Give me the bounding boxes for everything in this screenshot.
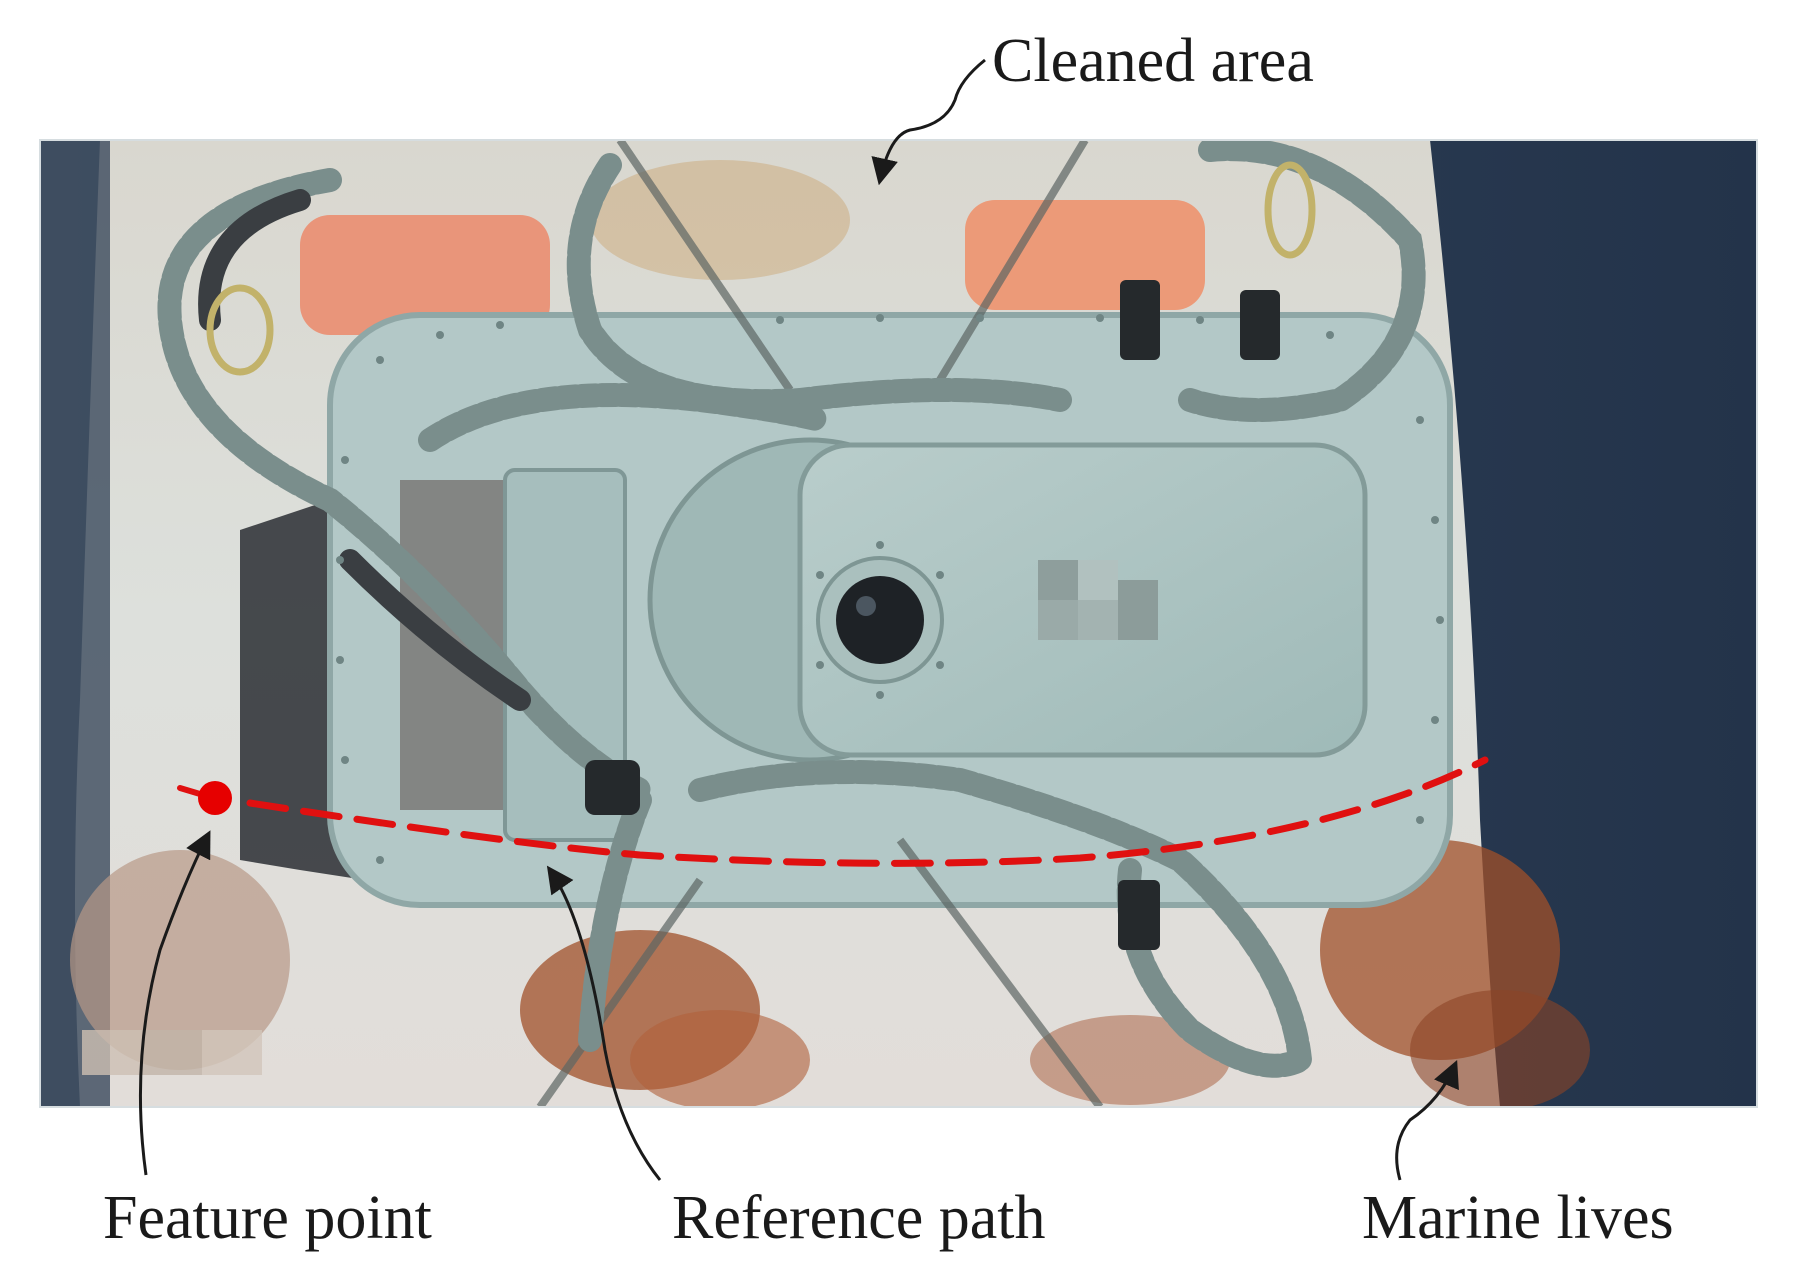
reference-path-line [246,756,1489,867]
arrow-cleaned-area [871,58,986,186]
arrow-reference-path [546,865,662,1181]
camera-lens [836,576,924,664]
feature-point-label: Feature point [103,1184,432,1252]
cable-bundle [157,140,1426,1078]
photo [40,140,1757,1107]
marine-lives-label: Marine lives [1362,1184,1674,1252]
redacted-corner [82,1030,262,1075]
photo-border [39,139,1758,1108]
reference-path-label: Reference path [672,1184,1046,1252]
annotation-arrows [138,58,1459,1181]
arrow-marine-lives [1395,1060,1459,1181]
cable-dark [198,189,531,711]
camera-lens-glint [856,596,876,616]
feature-point-marker [198,781,232,815]
reference-path-lead [177,785,203,797]
frame-bolts [336,314,1444,864]
carabiners [206,161,1316,376]
cleaned-area-label: Cleaned area [992,27,1314,95]
connectors [585,280,1280,950]
arrow-feature-point [138,830,211,1176]
support-struts [536,140,1104,1107]
redacted-logo [1038,560,1158,640]
